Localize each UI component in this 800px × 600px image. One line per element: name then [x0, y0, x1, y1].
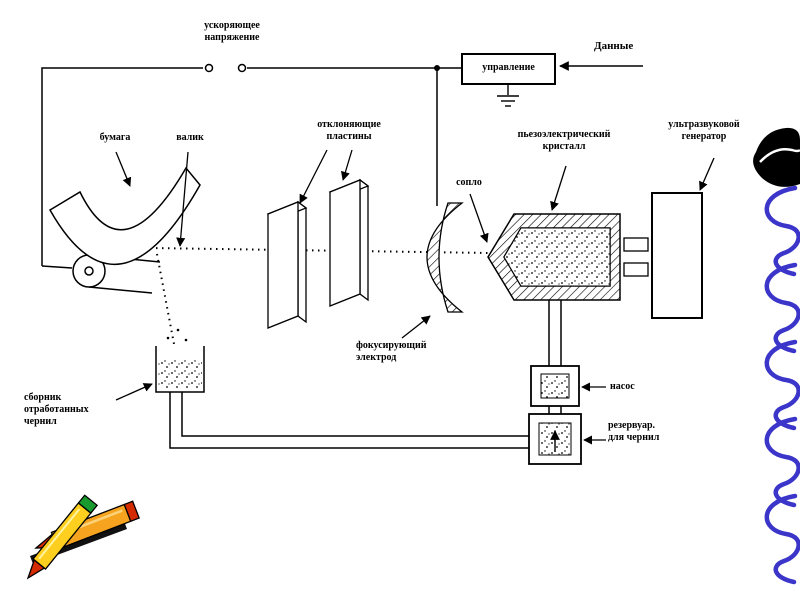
ultrasonic-generator-box [651, 192, 703, 319]
label-focusing-electrode: фокусирующий электрод [356, 340, 427, 363]
ground-icon [497, 84, 519, 107]
label-arrows [115, 149, 715, 445]
scroll-ornament [753, 127, 800, 582]
focusing-electrode [426, 202, 464, 313]
control-box [461, 53, 643, 107]
label-accelerating-voltage: ускоряющее напряжение [204, 20, 260, 43]
deflecting-plate-left [266, 200, 308, 329]
label-ink-reservoir: резервуар. для чернил [608, 420, 660, 443]
label-roller: валик [176, 132, 204, 143]
label-data-input: Данные [594, 40, 634, 52]
label-pump: насос [610, 381, 635, 392]
paper-sheet [48, 166, 201, 266]
crayons-clipart [26, 494, 140, 580]
return-pipe [169, 392, 529, 449]
waste-collector [155, 328, 205, 393]
label-ultrasonic-generator: ультразвуковой генератор [668, 119, 740, 142]
wiring [41, 63, 462, 269]
pump [530, 300, 580, 414]
label-piezoelectric-crystal: пьезоэлектрический кристалл [517, 129, 611, 152]
label-waste-ink-collector: сборник отработанных чернил [24, 392, 89, 427]
label-control-unit: управление [482, 62, 535, 73]
label-deflecting-plates: отклоняющие пластины [317, 119, 381, 142]
deflecting-plate-right [328, 178, 370, 307]
ink-reservoir [528, 413, 582, 465]
label-paper: бумага [99, 132, 131, 143]
piezo-chamber [487, 213, 649, 301]
label-nozzle: сопло [456, 177, 482, 188]
